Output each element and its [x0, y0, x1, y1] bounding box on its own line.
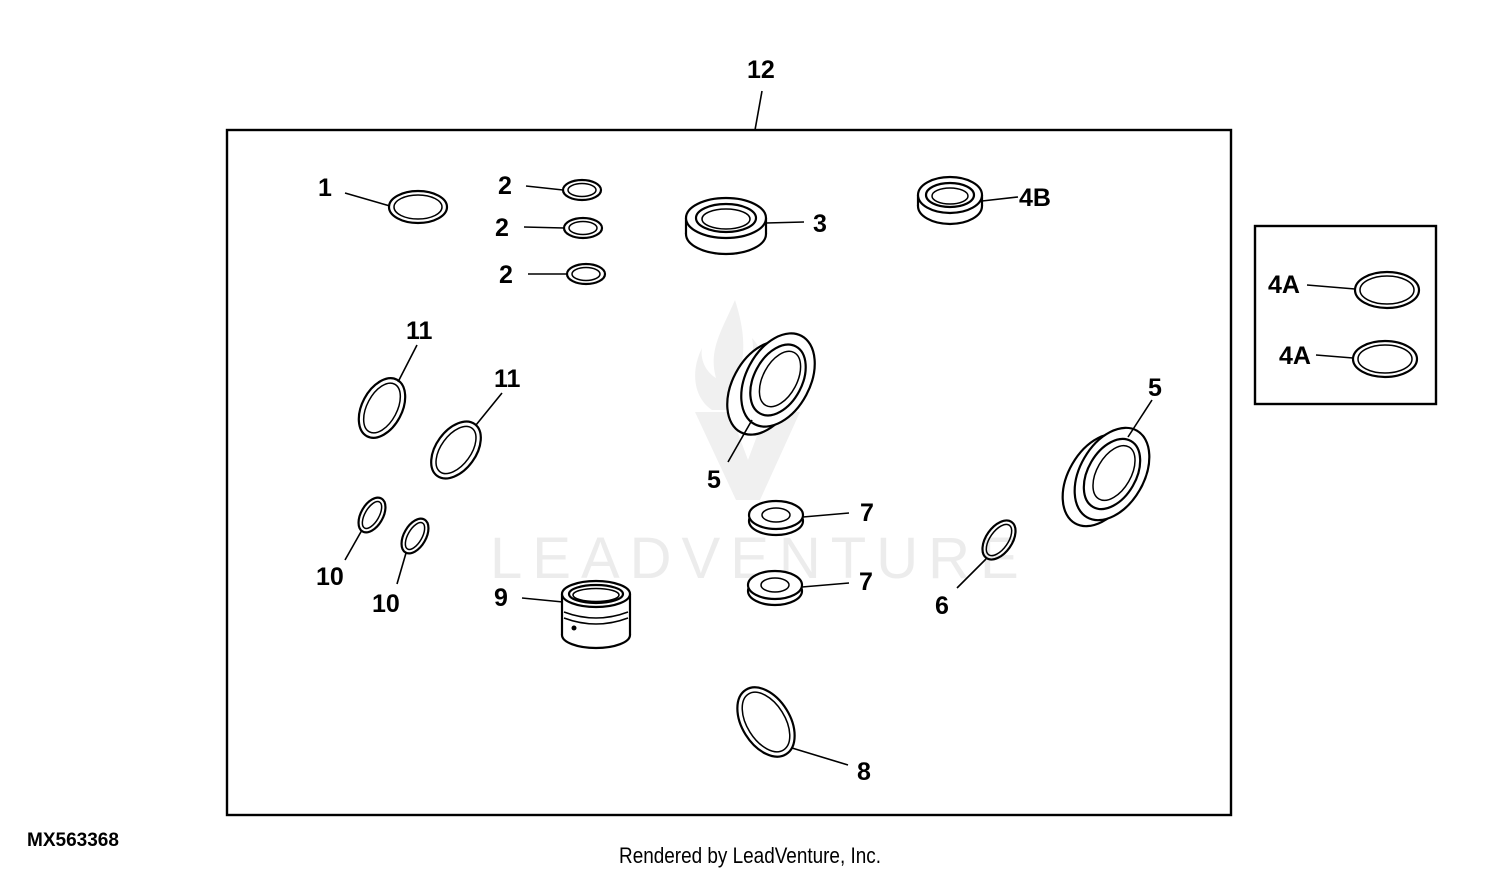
part-6-o-ring [981, 519, 1017, 561]
leader-4a-bottom [1315, 354, 1354, 359]
side-box-4a [1253, 224, 1438, 406]
callout-2c: 2 [499, 261, 513, 289]
part-4a-o-ring-bottom [1351, 339, 1419, 379]
part-10-o-ring-a [357, 496, 387, 534]
watermark: LEADVENTURE [490, 300, 1019, 591]
leader-4a-top [1306, 284, 1356, 290]
part-2-o-ring-c [565, 262, 607, 286]
part-4b-bearing [916, 175, 984, 226]
leader-10a [344, 529, 363, 561]
callout-11b: 11 [494, 365, 521, 393]
callout-7-top: 7 [860, 499, 874, 527]
part-5-bearing-center [726, 332, 816, 436]
leader-11b [475, 392, 503, 426]
callout-6: 6 [935, 592, 949, 620]
leader-2b [523, 226, 565, 229]
callout-4a-top: 4A [1268, 271, 1300, 299]
callout-1: 1 [318, 174, 332, 202]
part-2-o-ring-b [562, 216, 604, 240]
callout-10a: 10 [316, 563, 344, 591]
part-4a-o-ring-top [1353, 270, 1421, 310]
callout-5-right: 5 [1148, 374, 1162, 402]
leader-4b [981, 196, 1019, 202]
part-7-seal-top [747, 499, 805, 537]
kit-frame [225, 128, 1233, 817]
figure-id: MX563368 [27, 830, 119, 851]
leader-12 [754, 90, 763, 131]
callout-11a: 11 [406, 317, 433, 345]
callout-2a: 2 [498, 172, 512, 200]
part-7-seal-bottom [746, 569, 804, 607]
part-8-o-ring [736, 686, 796, 758]
callout-4a-bottom: 4A [1279, 342, 1311, 370]
render-credit: Rendered by LeadVenture, Inc. [619, 843, 881, 868]
callout-7-bottom: 7 [859, 568, 873, 596]
leader-7-top [802, 512, 850, 518]
leader-3 [765, 221, 805, 224]
part-5-bearing-right [1061, 426, 1151, 528]
leader-5-center [727, 419, 753, 463]
leader-10b [396, 552, 407, 585]
leader-11a [397, 344, 418, 383]
part-1-o-ring [387, 189, 449, 225]
leader-2a [525, 185, 564, 191]
part-2-o-ring-a [561, 178, 603, 202]
callout-12: 12 [747, 56, 775, 84]
part-3-bearing [684, 196, 768, 256]
leader-7-bottom [801, 582, 850, 588]
callout-5-center: 5 [707, 466, 721, 494]
part-10-o-ring-b [400, 517, 430, 555]
callout-3: 3 [813, 210, 827, 238]
leader-8 [791, 747, 849, 766]
part-11-o-ring-b [430, 420, 482, 480]
callout-9: 9 [494, 584, 508, 612]
callout-8: 8 [857, 758, 871, 786]
callout-4b: 4B [1019, 184, 1051, 212]
leader-9 [521, 597, 564, 603]
part-9-bushing [560, 579, 632, 650]
leader-5-right [1127, 399, 1153, 438]
callout-10b: 10 [372, 590, 400, 618]
leader-6 [956, 558, 987, 589]
part-11-o-ring-a [357, 377, 407, 439]
callout-2b: 2 [495, 214, 509, 242]
leader-1 [344, 192, 391, 207]
